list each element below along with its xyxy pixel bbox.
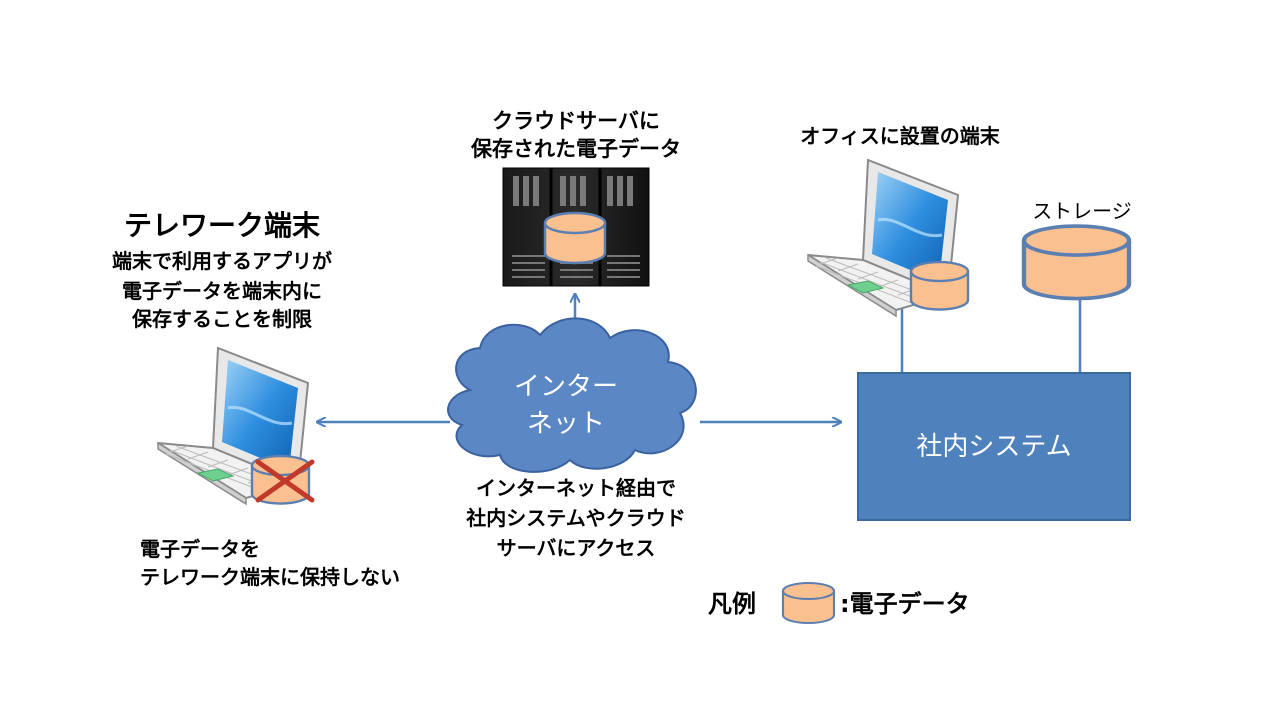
internet-cloud: [447, 317, 697, 473]
cross-icon: [255, 459, 315, 503]
cloud-label-line-1: クラウドサーバに: [492, 109, 660, 133]
legend-item-label: :電子データ: [840, 590, 970, 618]
internal-system-label: 社内システム: [916, 432, 1071, 462]
telework-note-line-1: 電子データを: [140, 537, 260, 561]
telework-title: テレワーク端末: [124, 209, 320, 242]
legend-title: 凡例: [708, 590, 756, 618]
telework-note-line-2: テレワーク端末に保持しない: [140, 565, 400, 589]
cloud-label-line-2: 保存された電子データ: [470, 137, 681, 161]
internet-note-line-2: 社内システムやクラウド: [465, 506, 685, 530]
internet-note-line-3: サーバにアクセス: [497, 536, 656, 560]
internal-system-box: [857, 372, 1131, 521]
cloud-data-cylinder: [543, 211, 607, 265]
telework-desc-line-3: 保存することを制限: [131, 307, 312, 331]
storage-label: ストレージ: [1032, 199, 1132, 223]
office-terminal-label: オフィスに設置の端末: [800, 124, 1001, 148]
legend-data-cylinder: [781, 581, 836, 625]
office-data-cylinder: [909, 260, 970, 311]
internet-label-line-1: インター: [514, 372, 618, 402]
storage-cylinder: [1024, 226, 1129, 299]
telework-desc-line-2: 電子データを端末内に: [122, 279, 322, 303]
telework-desc-line-1: 端末で利用するアプリが: [112, 249, 332, 273]
internet-note-line-1: インターネット経由で: [476, 476, 676, 500]
internet-label-line-2: ネット: [527, 409, 605, 439]
